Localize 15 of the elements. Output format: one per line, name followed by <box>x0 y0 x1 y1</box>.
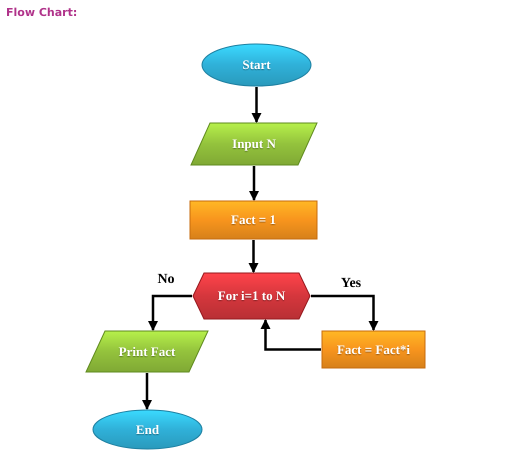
terminal-ellipse: End <box>92 409 203 450</box>
terminal-ellipse: Start <box>201 43 312 87</box>
io-parallelogram: Input N <box>190 122 318 166</box>
arrow <box>248 240 258 273</box>
process-box: Fact = 1 <box>189 200 318 240</box>
io-parallelogram: Print Fact <box>85 330 209 373</box>
arrow <box>311 294 378 331</box>
arrow <box>260 319 321 351</box>
chart-title: Flow Chart: <box>6 6 78 19</box>
arrow <box>252 87 262 123</box>
arrow <box>142 373 152 410</box>
process-box: Fact = Fact*i <box>321 330 426 369</box>
arrow <box>249 166 259 201</box>
loop-hexagon: For i=1 to N <box>192 272 311 320</box>
arrow <box>148 294 192 331</box>
